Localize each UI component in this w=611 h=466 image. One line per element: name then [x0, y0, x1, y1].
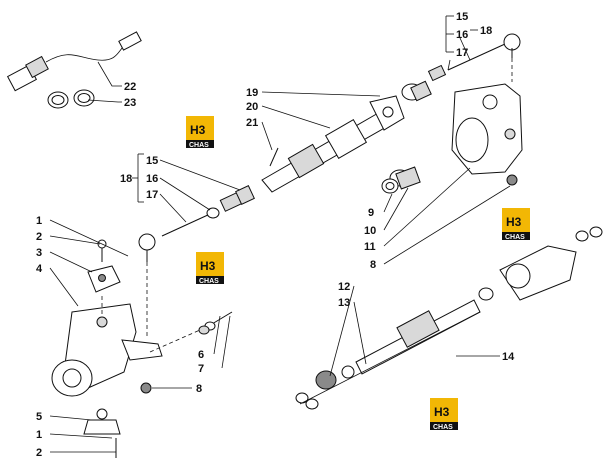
callout-3: 3 [36, 247, 42, 259]
callout-23: 23 [124, 97, 136, 109]
upper-kingpin-bracket [87, 239, 121, 293]
callout-9: 9 [368, 207, 374, 219]
callout-20: 20 [246, 101, 258, 113]
seal-and-bushing [381, 178, 399, 194]
steering-knuckle [51, 303, 163, 397]
callout-6: 6 [198, 349, 204, 361]
lower-axle-shaft [295, 226, 603, 410]
callout-1-lower: 1 [36, 429, 42, 441]
upper-tie-rod [401, 33, 521, 102]
callout-18-upper: 18 [480, 25, 492, 37]
callout-15-middle: 15 [146, 155, 158, 167]
callout-8-upper: 8 [370, 259, 376, 271]
axle-shaft-upper [261, 95, 421, 193]
axle-housing-end [451, 83, 523, 186]
svg-text:CHAS: CHAS [199, 278, 219, 285]
hose-clamps [47, 89, 95, 109]
svg-text:H3: H3 [190, 123, 206, 137]
svg-text:H3: H3 [434, 405, 450, 419]
callout-1-upper: 1 [36, 215, 42, 227]
middle-tie-rod [138, 185, 255, 262]
callout-18-middle: 18 [120, 173, 132, 185]
callout-12: 12 [338, 281, 350, 293]
callout-22: 22 [124, 81, 136, 93]
callout-5: 5 [36, 411, 42, 423]
callout-8-lower: 8 [196, 383, 202, 395]
callout-4: 4 [36, 263, 43, 275]
callout-2-lower: 2 [36, 447, 42, 459]
svg-text:CHAS: CHAS [189, 142, 209, 149]
svg-text:CHAS: CHAS [433, 424, 453, 431]
callout-17-middle: 17 [146, 189, 158, 201]
bolt-with-nut [198, 311, 233, 335]
callout-14: 14 [502, 351, 515, 363]
sensor-cable-assembly [6, 31, 142, 92]
callout-21: 21 [246, 117, 258, 129]
callout-17-upper: 17 [456, 47, 468, 59]
h3-chas-logo: H3 CHAS [186, 116, 214, 149]
callout-19: 19 [246, 87, 258, 99]
svg-text:CHAS: CHAS [505, 234, 525, 241]
h3-chas-logo: H3 CHAS [430, 398, 458, 431]
lower-kingpin-bracket [83, 408, 121, 458]
callout-16-middle: 16 [146, 173, 158, 185]
callout-2-upper: 2 [36, 231, 42, 243]
h3-chas-logo: H3 CHAS [502, 208, 530, 241]
callout-13: 13 [338, 297, 350, 309]
callout-16-upper: 16 [456, 29, 468, 41]
svg-text:H3: H3 [506, 215, 522, 229]
callout-10: 10 [364, 225, 376, 237]
callout-7: 7 [198, 363, 204, 375]
callout-15-upper: 15 [456, 11, 468, 23]
svg-text:H3: H3 [200, 259, 216, 273]
h3-chas-logo: H3 CHAS [196, 252, 224, 285]
callout-11: 11 [364, 241, 376, 253]
